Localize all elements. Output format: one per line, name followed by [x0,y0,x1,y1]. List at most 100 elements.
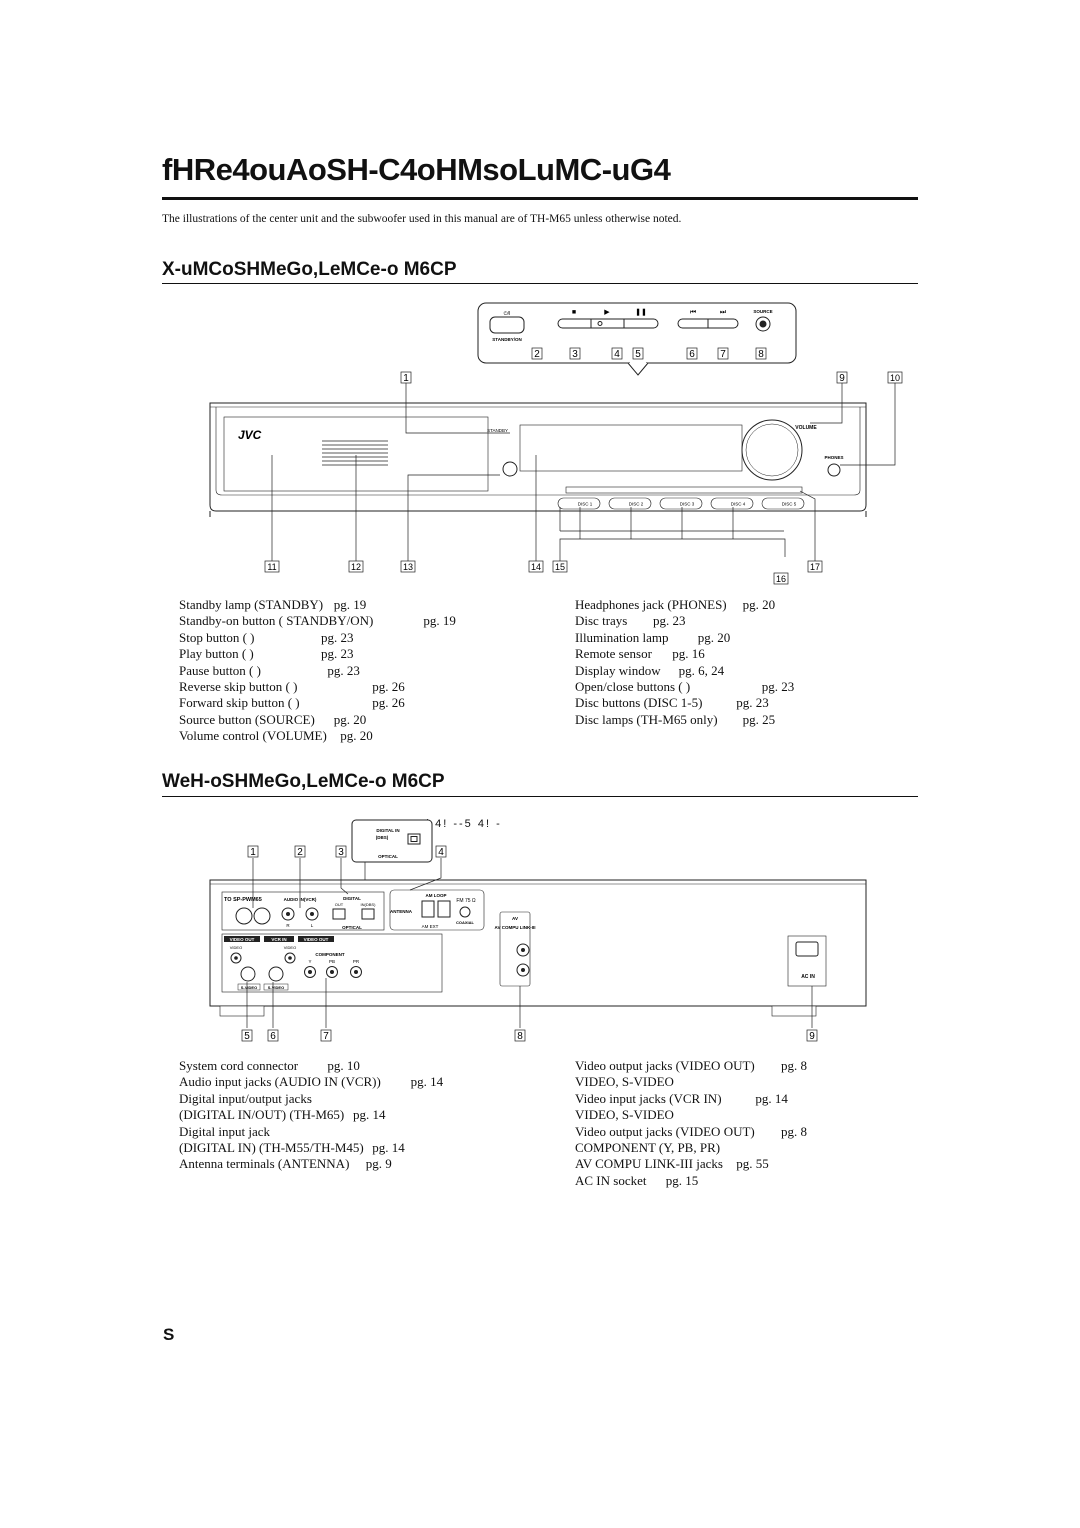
l-label: L [311,923,314,928]
list-item-label: Display window [575,662,661,678]
list-item-label: Audio input jacks (AUDIO IN (VCR)) [179,1074,381,1090]
list-item-page: pg. 26 [372,695,405,711]
list-item-label: Remote sensor [575,646,652,662]
list-item-label: Video output jacks (VIDEO OUT) [575,1123,755,1139]
list-item-page: pg. 25 [742,711,776,727]
list-item-page: pg. 20 [340,728,373,744]
coaxial-label: COAXIAL [456,920,475,925]
standby-on-label: STANDBY/ON [492,337,521,342]
list-item: Headphones jack (PHONES)pg. 20 [575,597,915,613]
list-item: Pause button ( )pg. 23 [179,663,559,679]
list-item-label: Play button ( ) [179,646,254,662]
svg-text:⏭: ⏭ [720,309,727,316]
page-title: fHRe4ouAoSH-C4oHMsoLuMC-uG4 [162,152,671,187]
list-item: Disc lamps (TH-M65 only)pg. 25 [575,712,915,728]
list-item-label: Video output jacks (VIDEO OUT) [575,1058,755,1073]
list-item-page: pg. 23 [736,695,769,711]
pb-label: PB [329,959,335,964]
svg-text:❚❚: ❚❚ [635,308,647,316]
y-label: Y [308,959,311,964]
callout: 2 [534,349,540,360]
list-item-label: Digital input jack [179,1123,270,1139]
front-rule [162,283,918,284]
callout: 2 [297,847,303,858]
list-item-label: Forward skip button ( ) [179,695,300,711]
list-item: (DIGITAL IN) (TH-M55/TH-M45)pg. 14 [179,1140,559,1156]
list-item-label: System cord connector [179,1058,299,1073]
callout: 13 [403,562,413,572]
phones-label: PHONES [824,455,843,460]
list-item: VIDEO, S-VIDEO [575,1074,915,1090]
video-label-2: VIDEO [284,945,296,950]
list-item: COMPONENT (Y, PB, PR) [575,1140,915,1156]
svg-text:⏮: ⏮ [690,309,696,316]
in-dbs-label: IN(DBS) [361,902,377,907]
list-item-label: AC IN socket [575,1172,647,1188]
list-item-page: pg. 23 [321,629,354,645]
list-item: Audio input jacks (AUDIO IN (VCR)) pg. 14 [179,1074,559,1090]
callout: 3 [338,847,344,858]
list-item: Stop button ( )pg. 23 [179,630,559,646]
list-item: Video output jacks (VIDEO OUT)pg. 8 [575,1058,915,1074]
out-label: OUT [335,902,344,907]
svg-text:⏻/I: ⏻/I [504,311,511,317]
pr-label: PR [353,959,360,964]
disc-4-label: DISC 4 [731,502,746,507]
digital-in-label: DIGITAL IN [376,828,399,833]
callout: 8 [517,1031,523,1042]
rear-right-list: Video output jacks (VIDEO OUT) pg. 8 VIDEO… [575,1058,915,1189]
list-item-label: (DIGITAL IN) (TH-M55/TH-M45) [179,1139,364,1155]
list-item: Play button ( ) pg. 23 [179,646,559,662]
callout: 6 [689,349,695,360]
list-item-page: pg. 23 [321,646,354,662]
list-item-page: pg. 9 [365,1156,392,1172]
callout: 6 [270,1031,276,1042]
callout: 4 [438,847,444,858]
list-item: (DIGITAL IN/OUT) (TH-M65)pg. 14 [179,1107,559,1123]
list-item: Disc buttons (DISC 1-5) pg. 23 [575,695,915,711]
front-callouts: 2 3 4 5 6 7 8 1 9 10 11 12 13 14 15 16 1… [264,347,903,585]
list-item-label: COMPONENT (Y, PB, PR) [575,1139,721,1155]
list-item: Standby lamp (STANDBY)pg. 19 [179,597,559,613]
list-item-label: Source button (SOURCE) [179,711,315,727]
callout: 15 [555,562,565,572]
list-item-label: Pause button ( ) [179,662,261,678]
list-item-page: pg. 14 [410,1074,444,1090]
list-item-label: Antenna terminals (ANTENNA) [179,1156,350,1172]
rear-heading: WeH-oSHMeGo,LeMCe-o M6CP [162,771,445,792]
callout: 4 [614,349,620,360]
callout: 14 [531,562,541,572]
r-label: R [286,923,290,928]
digital-label: DIGITAL [343,896,361,901]
ac-in-label: AC IN [801,974,815,980]
list-item: VIDEO, S-VIDEO [575,1107,915,1123]
optical-label: OPTICAL [342,925,362,930]
callout: 17 [810,562,820,572]
list-item-label: VIDEO, S-VIDEO [575,1074,674,1090]
callout: 7 [720,349,726,360]
callout: 9 [809,1031,815,1042]
list-item-page: pg. 8 [781,1123,807,1139]
callout: 9 [839,373,845,384]
list-item: Standby-on button ( STANDBY/ON)pg. 19 [179,613,559,629]
list-item-label: Video input jacks (VCR IN) [575,1090,722,1106]
callout: 10 [890,373,900,383]
list-item: Forward skip button ( ) pg. 26 [179,695,559,711]
component-label: COMPONENT [315,952,345,957]
list-item-label: Disc buttons (DISC 1-5) [575,695,703,711]
list-item: Open/close buttons ( )pg. 23 [575,679,915,695]
callout: 7 [323,1031,329,1042]
list-item-page: pg. 23 [761,678,795,694]
am-ext-label: AM EXT [422,924,439,929]
list-item: Volume control (VOLUME)pg. 20 [179,728,559,744]
list-item: Video output jacks (VIDEO OUT) pg. 8 [575,1124,915,1140]
list-item-label: AV COMPU LINK-III jacks [575,1156,723,1172]
list-item-label: VIDEO, S-VIDEO [575,1107,674,1123]
